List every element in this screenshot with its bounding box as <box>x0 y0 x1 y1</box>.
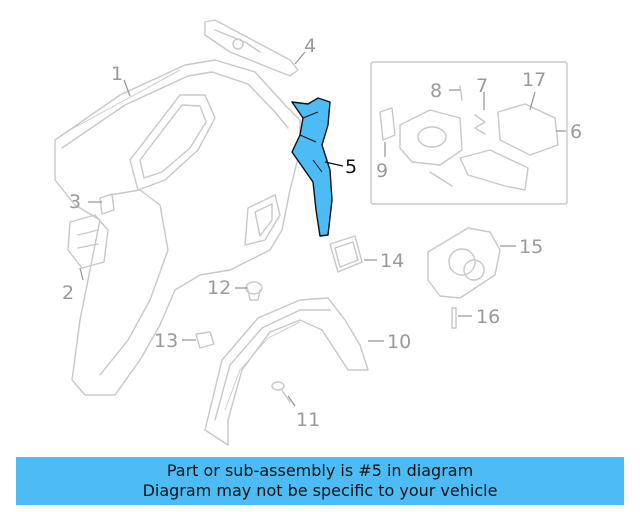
callout-1: 1 <box>111 63 123 85</box>
clip-part <box>99 193 115 215</box>
callout-2: 2 <box>62 282 74 304</box>
callout-5: 5 <box>345 156 357 178</box>
fuel-housing-part <box>427 227 501 299</box>
callout-12: 12 <box>207 277 231 299</box>
wheel-liner-part <box>204 297 369 446</box>
callout-17: 17 <box>522 69 546 91</box>
grommet-part <box>245 281 263 301</box>
upper-rail-part <box>204 19 299 77</box>
callout-11: 11 <box>296 409 320 431</box>
plate-part <box>329 235 363 273</box>
callout-labels: 1 2 3 4 5 6 7 8 9 10 11 12 13 14 15 16 1… <box>62 35 582 431</box>
callout-14: 14 <box>380 250 404 272</box>
quarter-panel-part <box>54 59 301 396</box>
callout-13: 13 <box>154 330 178 352</box>
callout-15: 15 <box>519 236 543 258</box>
leader-lines <box>79 51 566 407</box>
callout-6: 6 <box>570 121 582 143</box>
screw-part <box>271 381 291 403</box>
reinforcement-part-highlighted <box>291 97 333 237</box>
callout-4: 4 <box>304 35 316 57</box>
callout-16: 16 <box>476 306 500 328</box>
banner-line-2: Diagram may not be specific to your vehi… <box>142 481 498 500</box>
pin-part <box>451 307 457 329</box>
info-banner: Part or sub-assembly is #5 in diagram Di… <box>16 457 624 505</box>
bracket-part <box>67 214 109 269</box>
fuel-door-inset <box>370 61 568 205</box>
callout-9: 9 <box>376 160 388 182</box>
callout-8: 8 <box>430 80 442 102</box>
callout-7: 7 <box>476 75 488 97</box>
callout-3: 3 <box>69 191 81 213</box>
banner-line-1: Part or sub-assembly is #5 in diagram <box>166 461 474 480</box>
plug-part <box>195 331 215 349</box>
callout-10: 10 <box>387 331 411 353</box>
